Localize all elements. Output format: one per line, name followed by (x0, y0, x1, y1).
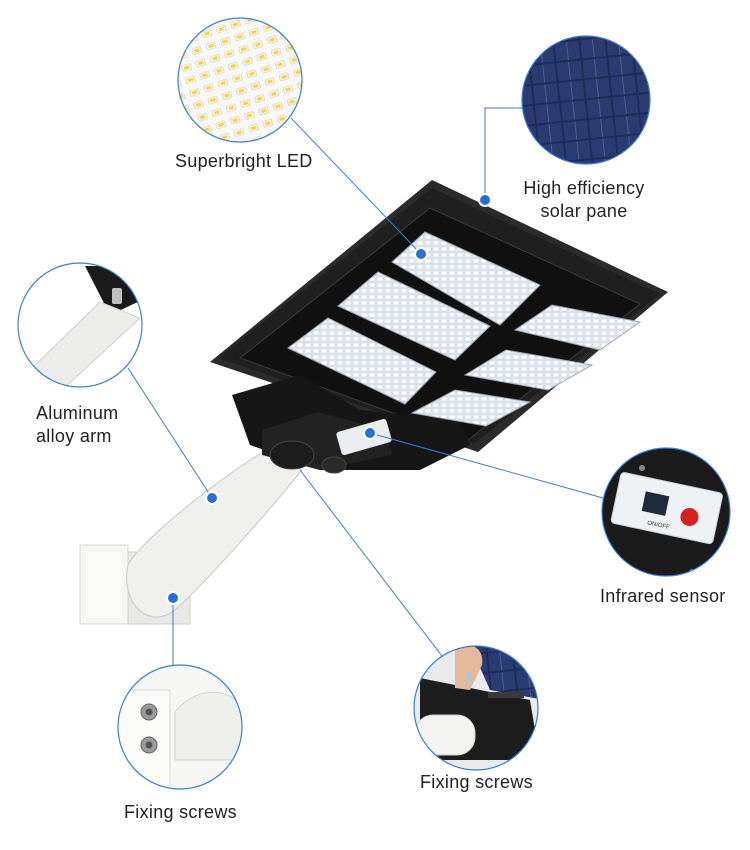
callout-lines (127, 107, 604, 665)
label-text: Fixing screws (124, 802, 237, 822)
label-fixing-screws-right: Fixing screws (420, 771, 533, 794)
screw-icon (117, 664, 243, 790)
solar-panel-icon (521, 35, 651, 165)
callout-dots (166, 193, 492, 605)
arm-icon (17, 262, 143, 388)
label-aluminum-arm: Aluminum alloy arm (36, 402, 118, 448)
led-modules (287, 231, 642, 427)
sensor-panel-text: ON/OFF (647, 520, 671, 531)
sensor-icon: ON/OFF (601, 447, 731, 577)
label-text: Infrared sensor (600, 586, 726, 606)
label-line: solar pane (540, 201, 628, 221)
label-infrared-sensor: Infrared sensor (600, 585, 726, 608)
aluminum-arm (126, 447, 303, 618)
lamp-body (210, 180, 668, 474)
label-text: Superbright LED (175, 151, 313, 171)
label-line: alloy arm (36, 426, 112, 446)
street-light-product (79, 180, 668, 625)
body-sensor-panel (336, 419, 392, 455)
screw-icon (413, 645, 539, 771)
label-solar-panel: High efficiency solar pane (514, 177, 654, 223)
label-line: Aluminum (36, 403, 119, 423)
led-chip-icon (177, 17, 303, 143)
label-superbright-led: Superbright LED (175, 150, 313, 173)
label-text: Fixing screws (420, 772, 533, 792)
label-line: High efficiency (523, 178, 645, 198)
label-fixing-screws-left: Fixing screws (124, 801, 237, 824)
arm-clamp (269, 440, 315, 470)
